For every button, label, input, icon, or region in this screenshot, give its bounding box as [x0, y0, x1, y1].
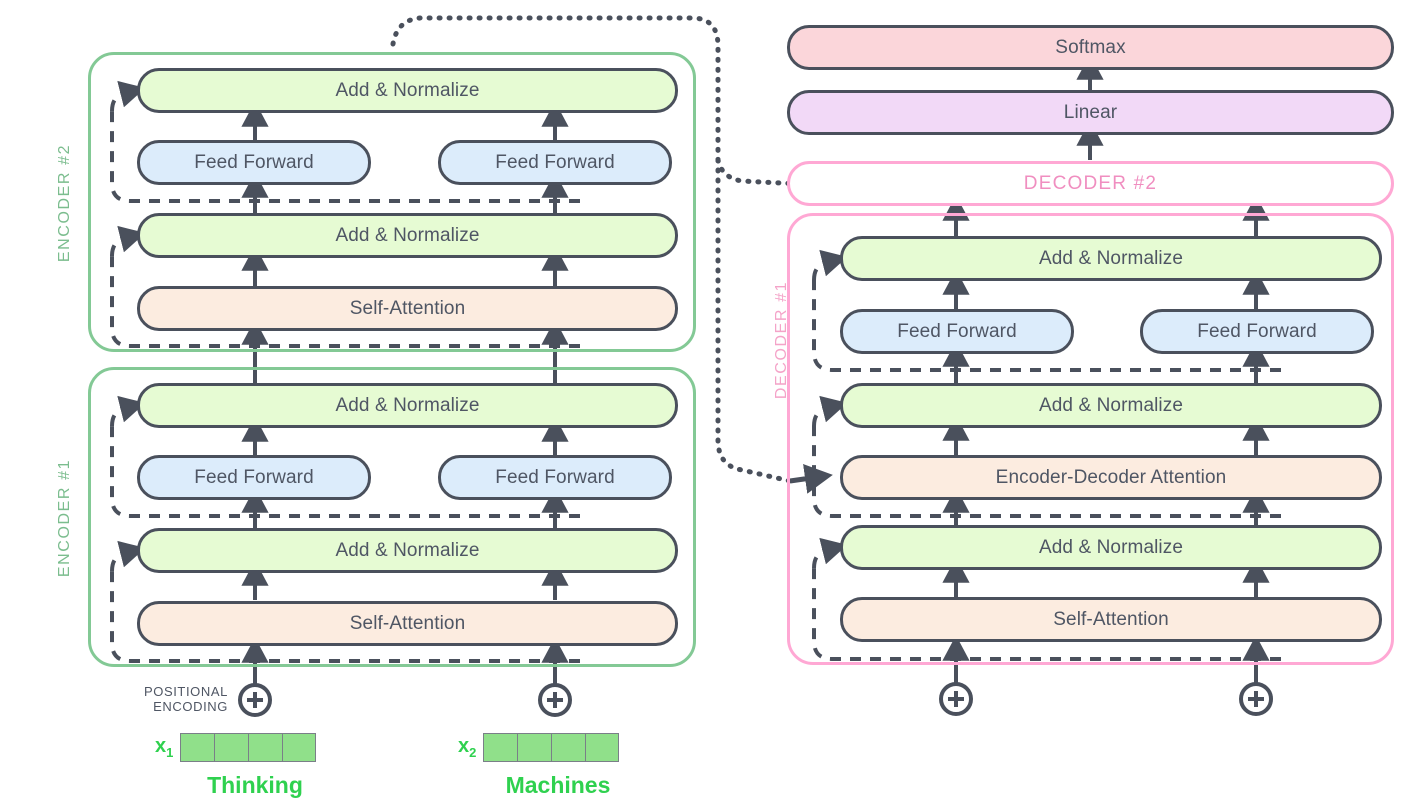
encoder-2-label: ENCODER #2 [56, 143, 73, 263]
embedding-cell [282, 733, 317, 762]
decoder-1-label: DECODER #1 [773, 280, 790, 400]
encoder1-self-attention[interactable]: Self-Attention [137, 601, 678, 646]
decoder-2-frame[interactable]: DECODER #2 [787, 161, 1394, 206]
decoder1-add-normalize-bottom[interactable]: Add & Normalize [840, 525, 1382, 570]
encoder1-feed-forward-left-label: Feed Forward [194, 466, 314, 488]
encoder2-feed-forward-left[interactable]: Feed Forward [137, 140, 371, 185]
encoder-1-frame[interactable] [88, 367, 696, 667]
encoder1-feed-forward-right-label: Feed Forward [495, 466, 615, 488]
decoder-1-frame[interactable] [787, 213, 1394, 665]
encoder1-self-attention-label: Self-Attention [349, 612, 466, 634]
decoder1-feed-forward-right-label: Feed Forward [1197, 320, 1317, 342]
embedding-cell [585, 733, 620, 762]
encoder1-add-normalize-top[interactable]: Add & Normalize [137, 383, 678, 428]
encoder2-add-normalize-top-label: Add & Normalize [335, 79, 480, 101]
positional-encoding-label: POSITIONAL ENCODING [143, 684, 228, 714]
embedding-row-token-1: x1 [155, 733, 317, 762]
encoder1-add-normalize-top-label: Add & Normalize [335, 394, 480, 416]
embedding-tag-x2: x2 [458, 735, 477, 760]
decoder1-self-attention[interactable]: Self-Attention [840, 597, 1382, 642]
decoder1-feed-forward-left[interactable]: Feed Forward [840, 309, 1074, 354]
decoder1-encoder-decoder-attention-label: Encoder-Decoder Attention [995, 466, 1227, 488]
linear-label: Linear [1063, 101, 1118, 123]
softmax-block[interactable]: Softmax [787, 25, 1394, 70]
encoder2-self-attention-label: Self-Attention [349, 297, 466, 319]
encoder1-feed-forward-right[interactable]: Feed Forward [438, 455, 672, 500]
encoder2-add-normalize-top[interactable]: Add & Normalize [137, 68, 678, 113]
decoder1-add-normalize-bottom-label: Add & Normalize [1038, 536, 1184, 558]
embedding-row-token-2: x2 [458, 733, 620, 762]
encoder2-self-attention[interactable]: Self-Attention [137, 286, 678, 331]
input-word-machines: Machines [505, 772, 611, 798]
encoder-1-label: ENCODER #1 [56, 458, 73, 578]
decoder1-feed-forward-left-label: Feed Forward [897, 320, 1017, 342]
decoder-2-label: DECODER #2 [1023, 172, 1158, 194]
encoder2-feed-forward-left-label: Feed Forward [194, 151, 314, 173]
embedding-cell [248, 733, 283, 762]
embedding-cell [517, 733, 552, 762]
embedding-vector-x1 [180, 733, 317, 762]
decoder1-encoder-decoder-attention[interactable]: Encoder-Decoder Attention [840, 455, 1382, 500]
embedding-vector-x2 [483, 733, 620, 762]
decoder1-self-attention-label: Self-Attention [1053, 608, 1169, 630]
positional-encoding-plus-icons [238, 682, 1273, 717]
embedding-cell [180, 733, 215, 762]
embedding-cell [214, 733, 249, 762]
decoder1-add-normalize-top-label: Add & Normalize [1038, 247, 1184, 269]
linear-block[interactable]: Linear [787, 90, 1394, 135]
encoder-2-frame[interactable] [88, 52, 696, 352]
decoder1-feed-forward-right[interactable]: Feed Forward [1140, 309, 1374, 354]
encoder2-feed-forward-right[interactable]: Feed Forward [438, 140, 672, 185]
decoder1-add-normalize-mid-label: Add & Normalize [1038, 394, 1184, 416]
decoder1-add-normalize-top[interactable]: Add & Normalize [840, 236, 1382, 281]
encoder2-add-normalize-bottom-label: Add & Normalize [335, 224, 480, 246]
embedding-cell [483, 733, 518, 762]
encoder1-add-normalize-bottom[interactable]: Add & Normalize [137, 528, 678, 573]
embedding-tag-x1: x1 [155, 735, 174, 760]
decoder1-add-normalize-mid[interactable]: Add & Normalize [840, 383, 1382, 428]
input-word-thinking: Thinking [207, 772, 303, 798]
encoder2-feed-forward-right-label: Feed Forward [495, 151, 615, 173]
encoder1-add-normalize-bottom-label: Add & Normalize [335, 539, 480, 561]
softmax-label: Softmax [1055, 36, 1126, 58]
encoder1-feed-forward-left[interactable]: Feed Forward [137, 455, 371, 500]
encoder2-add-normalize-bottom[interactable]: Add & Normalize [137, 213, 678, 258]
embedding-cell [551, 733, 586, 762]
